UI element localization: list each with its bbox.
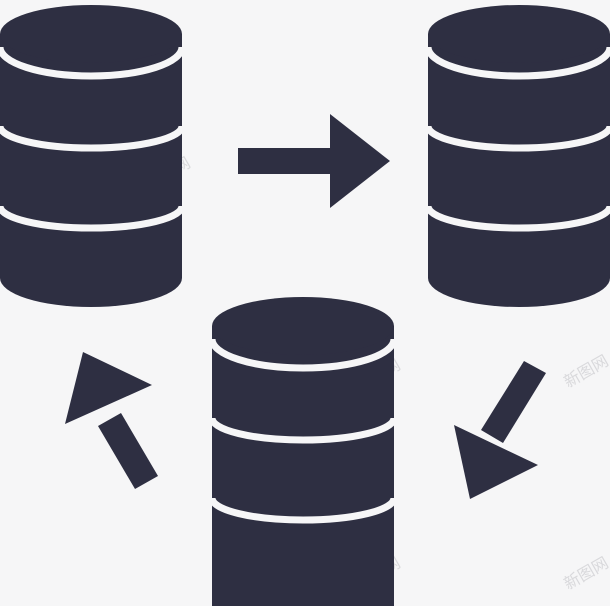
watermark-4: 新图网 <box>561 351 610 391</box>
database-icon <box>424 5 610 307</box>
arrow-up-left-icon <box>65 352 158 489</box>
database-icon <box>0 5 186 307</box>
watermark-6: 新图网 <box>561 553 610 593</box>
database-icon <box>208 297 398 606</box>
arrow-right-icon <box>238 114 390 208</box>
arrow-down-left-icon <box>454 361 546 499</box>
